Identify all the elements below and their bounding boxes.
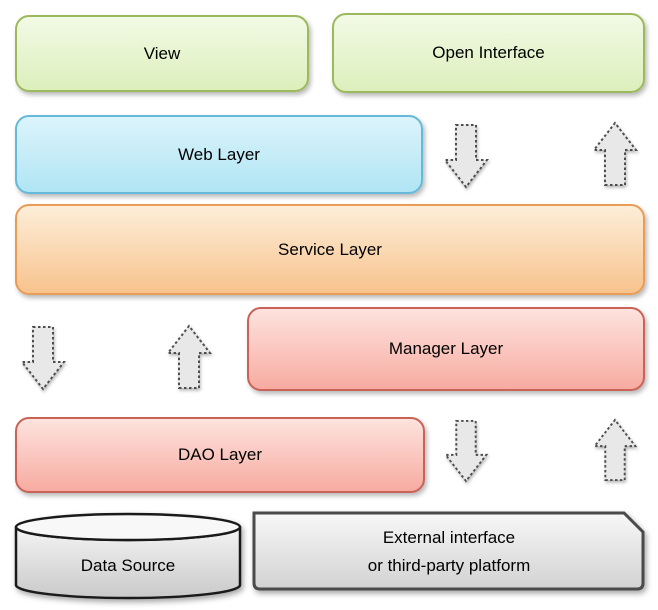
external-interface-line1: External interface [382,528,516,547]
view-label: View [143,43,181,63]
open-interface-to-service-down-arrow-icon [443,124,489,189]
manager-layer-label: Manager Layer [388,339,504,358]
dao-to-service-up-arrow-icon [166,324,212,389]
service-to-open-interface-up-arrow-icon [592,121,638,186]
data-source-label: Data Source [80,556,176,575]
open-interface-label: Open Interface [432,43,545,62]
service-layer-box: Service Layer [15,204,645,295]
dao-layer-label: DAO Layer [177,445,263,464]
web-layer-label: Web Layer [178,144,260,164]
service-layer-label: Service Layer [278,239,382,259]
external-interface-label: External interface or third-party platfo… [252,524,646,580]
external-to-manager-up-arrow-icon [592,418,638,482]
manager-to-external-down-arrow-icon [443,419,489,483]
external-interface-line2: or third-party platform [367,556,531,575]
external-interface-box: External interface or third-party platfo… [252,510,646,592]
dao-layer-box: DAO Layer [15,417,425,493]
service-to-dao-down-arrow-icon [20,326,66,391]
view-box: View [15,15,309,92]
open-interface-box: Open Interface [332,13,645,93]
data-source-cylinder: Data Source [13,511,243,603]
manager-layer-box: Manager Layer [247,307,645,391]
web-layer-box: Web Layer [15,115,423,194]
